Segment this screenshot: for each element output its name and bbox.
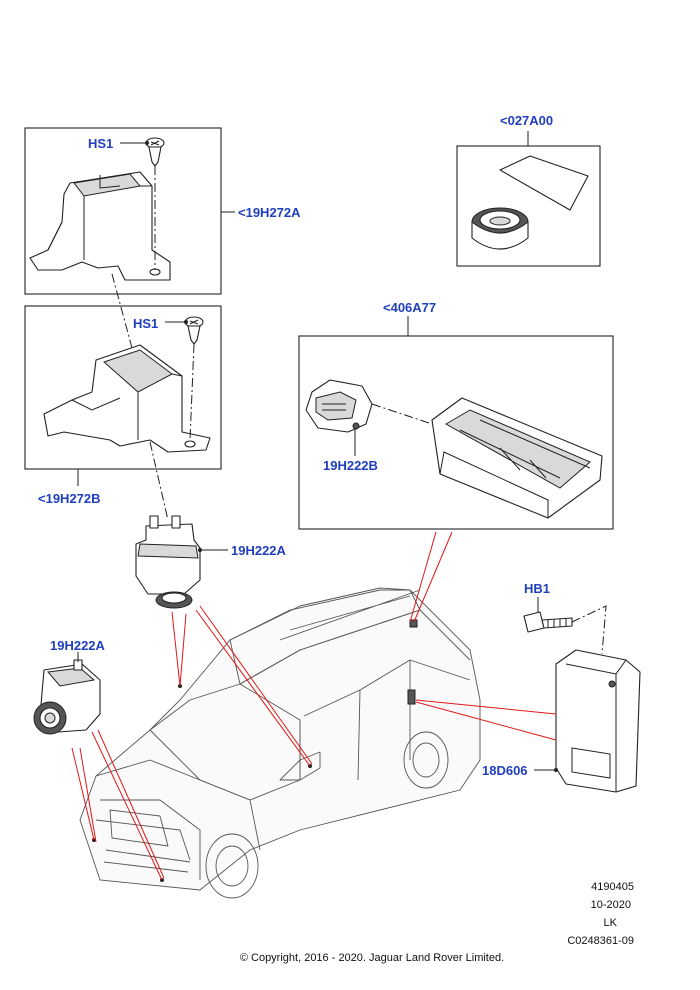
camera-bracket-lower xyxy=(43,344,211,453)
box-406a77 xyxy=(298,335,614,530)
info-line-1: 4190405 xyxy=(591,881,634,893)
callout-19h222b: 19H222B xyxy=(323,458,378,473)
copyright-notice: © Copyright, 2016 - 2020. Jaguar Land Ro… xyxy=(240,952,504,964)
info-line-2: 10-2020 xyxy=(591,899,631,911)
callout-406a77: <406A77 xyxy=(383,300,436,315)
callout-hs1-lower: HS1 xyxy=(133,316,158,331)
camera-19h222a-front xyxy=(135,515,201,609)
vehicle-illustration xyxy=(79,587,481,899)
callout-19h272b: <19H272B xyxy=(38,491,101,506)
camera-bracket-upper xyxy=(29,171,171,281)
camera-cover-housing xyxy=(431,397,603,519)
box-19h272a xyxy=(24,127,222,295)
adhesive-tape xyxy=(471,155,589,250)
info-line-3: LK xyxy=(604,917,618,929)
module-18d606 xyxy=(555,649,641,793)
camera-19h222a-side xyxy=(33,659,101,735)
camera-19h222b xyxy=(305,379,373,433)
callout-027a00: <027A00 xyxy=(500,113,553,128)
callout-19h272a: <19H272A xyxy=(238,205,301,220)
callout-19h222a-side: 19H222A xyxy=(50,638,106,653)
callout-18d606: 18D606 xyxy=(482,763,528,778)
callout-hb1: HB1 xyxy=(524,581,550,596)
red-leader-lines xyxy=(71,531,557,881)
bolt-hb1 xyxy=(523,611,573,633)
callout-19h222a-front: 19H222A xyxy=(231,543,287,558)
box-19h272b xyxy=(24,305,222,470)
screw-hs1-upper xyxy=(145,137,165,167)
info-line-4: C0248361-09 xyxy=(567,935,634,947)
callout-hs1-upper: HS1 xyxy=(88,136,113,151)
